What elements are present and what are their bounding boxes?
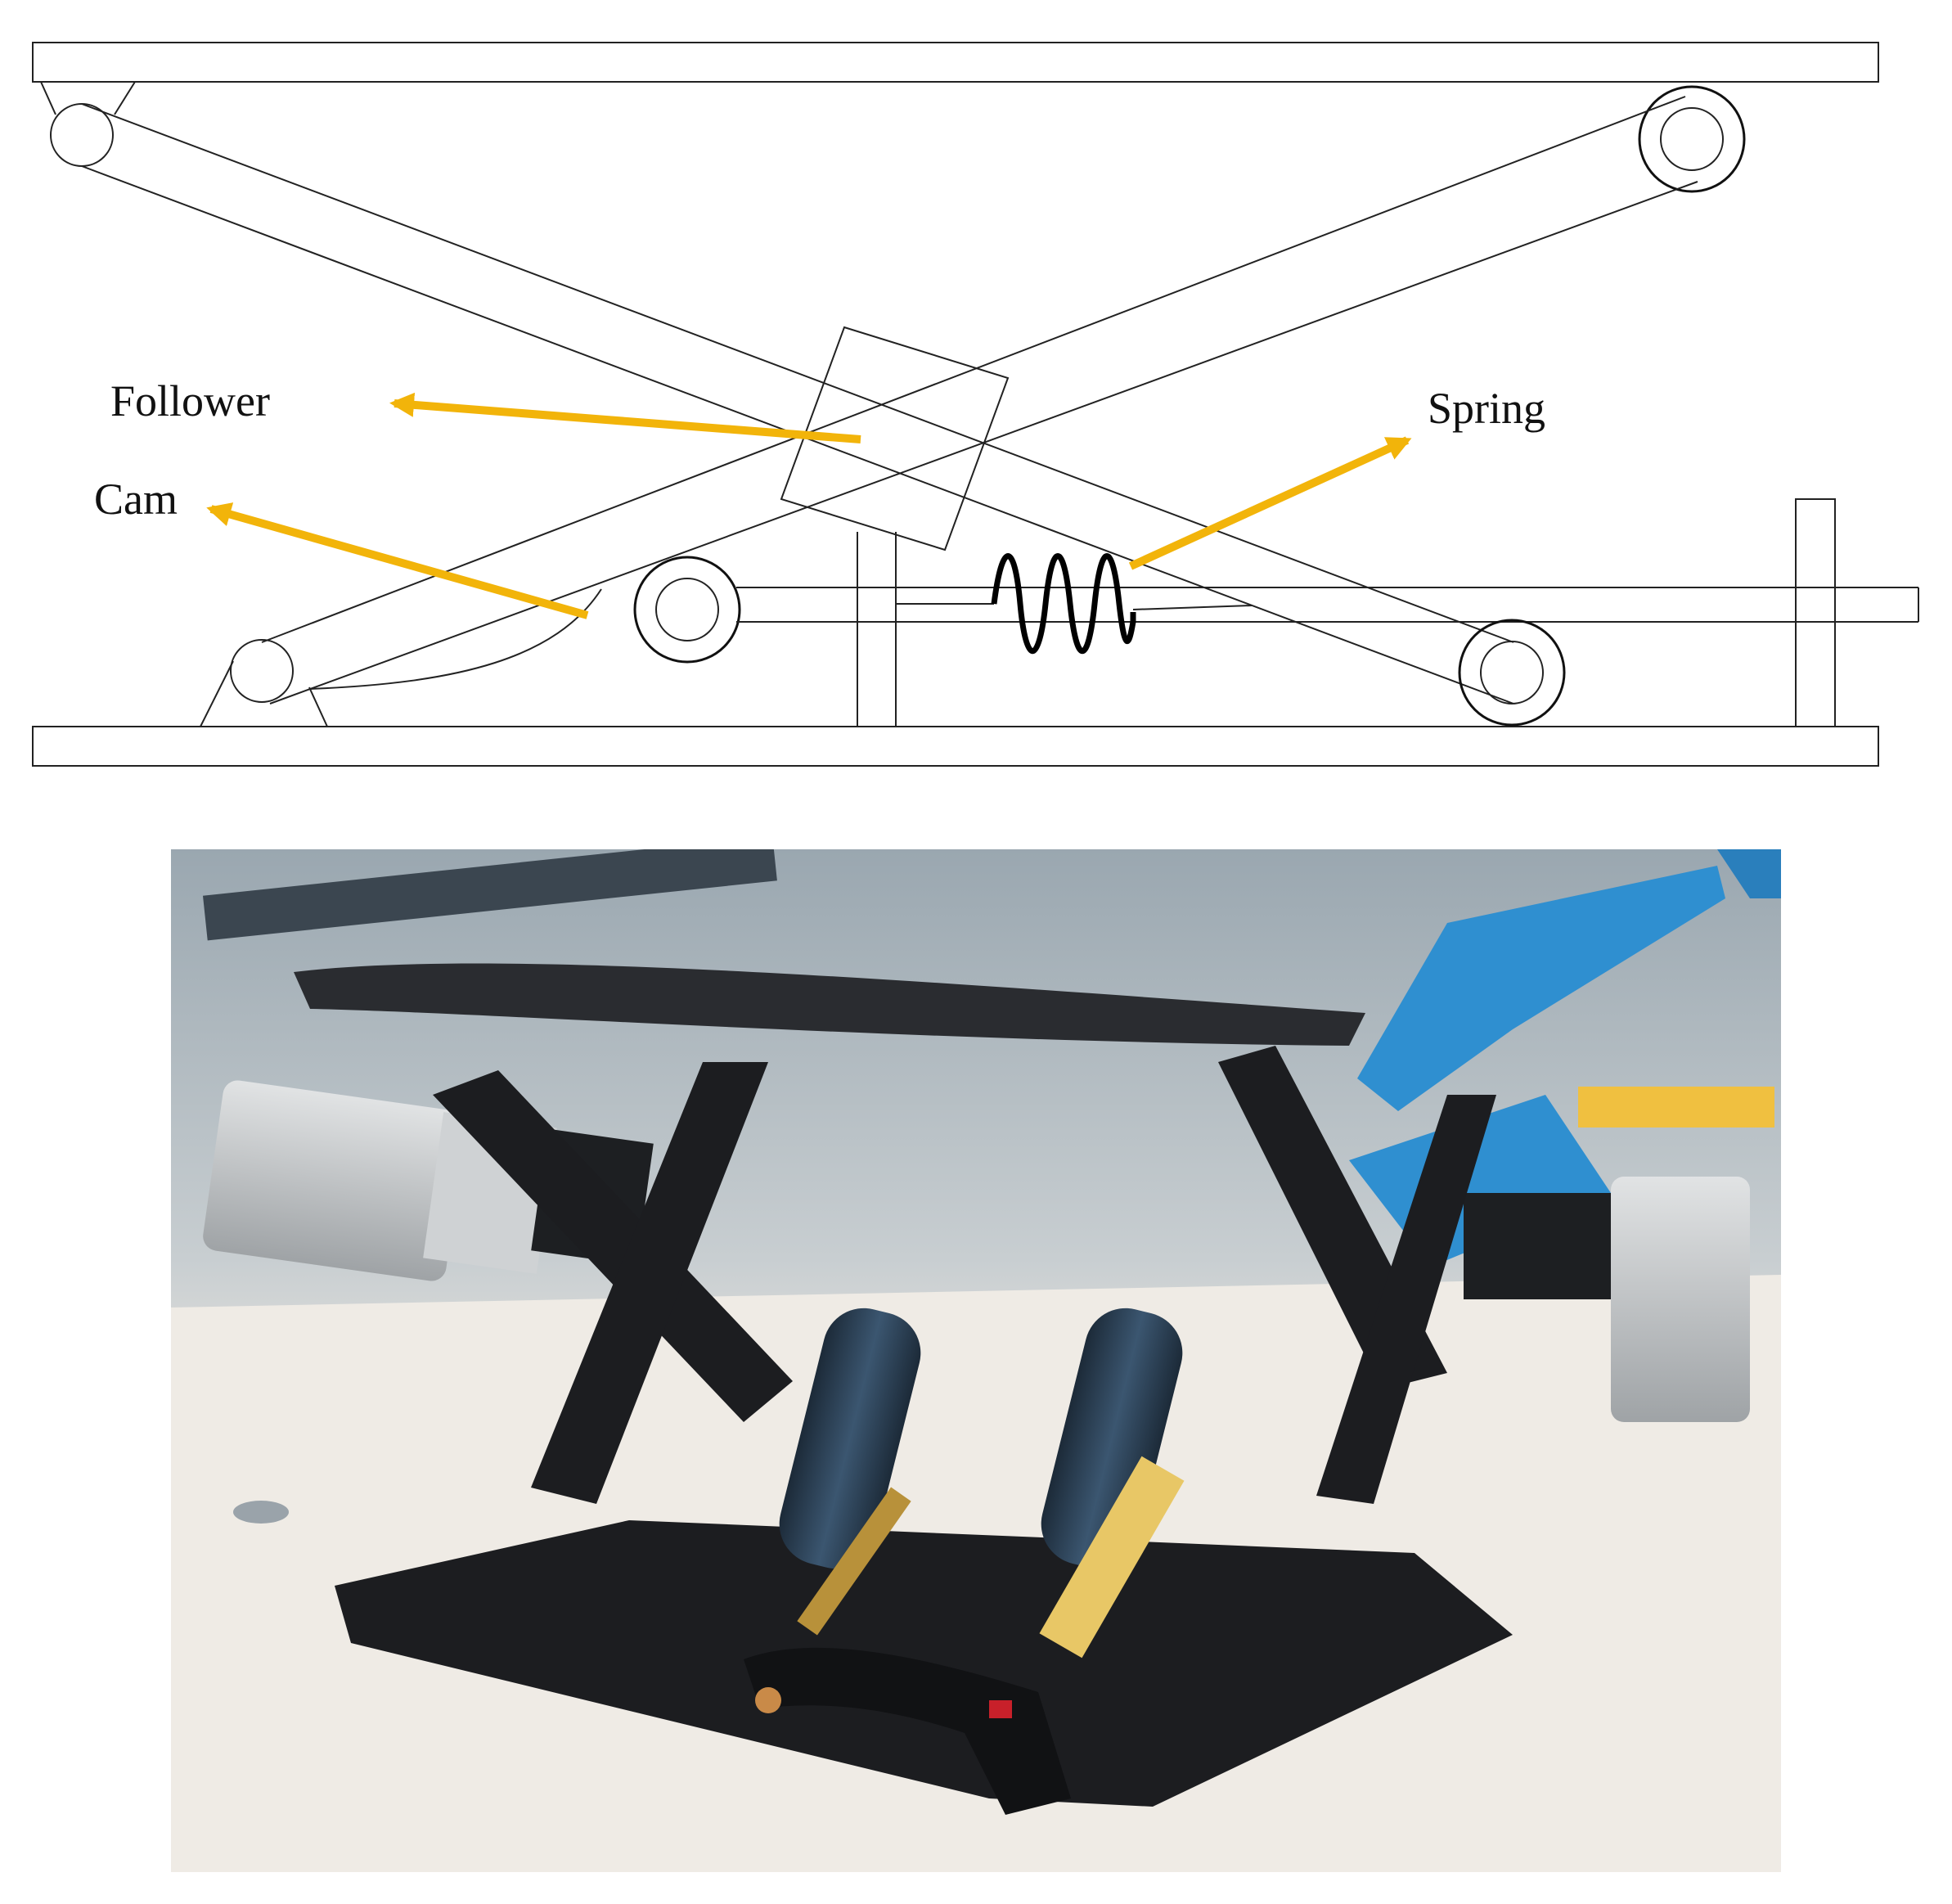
adjust-lever: [744, 1647, 1071, 1815]
yellow-ruler: [1578, 1087, 1774, 1128]
cam-arrow: [206, 502, 589, 619]
guide-rail: [736, 587, 1919, 623]
scissor-frame: [433, 1046, 1496, 1504]
bottom-plate: [32, 726, 1879, 767]
top-right-roller: [1638, 85, 1746, 193]
vertical-post-left: [857, 532, 897, 727]
right-motor: [1464, 1177, 1750, 1422]
blue-rail: [1357, 866, 1725, 1111]
seat-top-plate: [294, 963, 1365, 1046]
bottom-left-pivot: [200, 588, 602, 727]
cam-label: Cam: [94, 475, 178, 524]
yellow-strip: [1039, 1456, 1185, 1659]
scissor-mechanism-diagram: Follower Cam Spring: [32, 42, 1919, 767]
vertical-post-right: [1795, 498, 1836, 727]
red-indicator: [989, 1700, 1012, 1718]
floor-washer: [233, 1501, 289, 1524]
right-coil-spring: [1041, 1308, 1183, 1569]
scissor-arm-a: [81, 103, 1514, 704]
background-shelf: [202, 849, 777, 941]
mechanism-photo: [171, 849, 1781, 1872]
spring: [896, 553, 1253, 655]
blue-rail-right: [1717, 849, 1781, 898]
spring-label: Spring: [1428, 384, 1545, 433]
brass-rod: [797, 1487, 911, 1636]
follower-block: [780, 326, 1010, 551]
lever-knob: [755, 1687, 781, 1713]
bottom-right-roller: [1458, 619, 1566, 727]
cam-roller: [633, 556, 741, 664]
left-coil-spring: [779, 1308, 921, 1569]
top-left-pivot: [40, 81, 136, 167]
top-plate: [32, 42, 1879, 83]
follower-label: Follower: [110, 376, 270, 425]
spring-arrow: [1128, 436, 1412, 570]
follower-arrow: [389, 392, 861, 443]
